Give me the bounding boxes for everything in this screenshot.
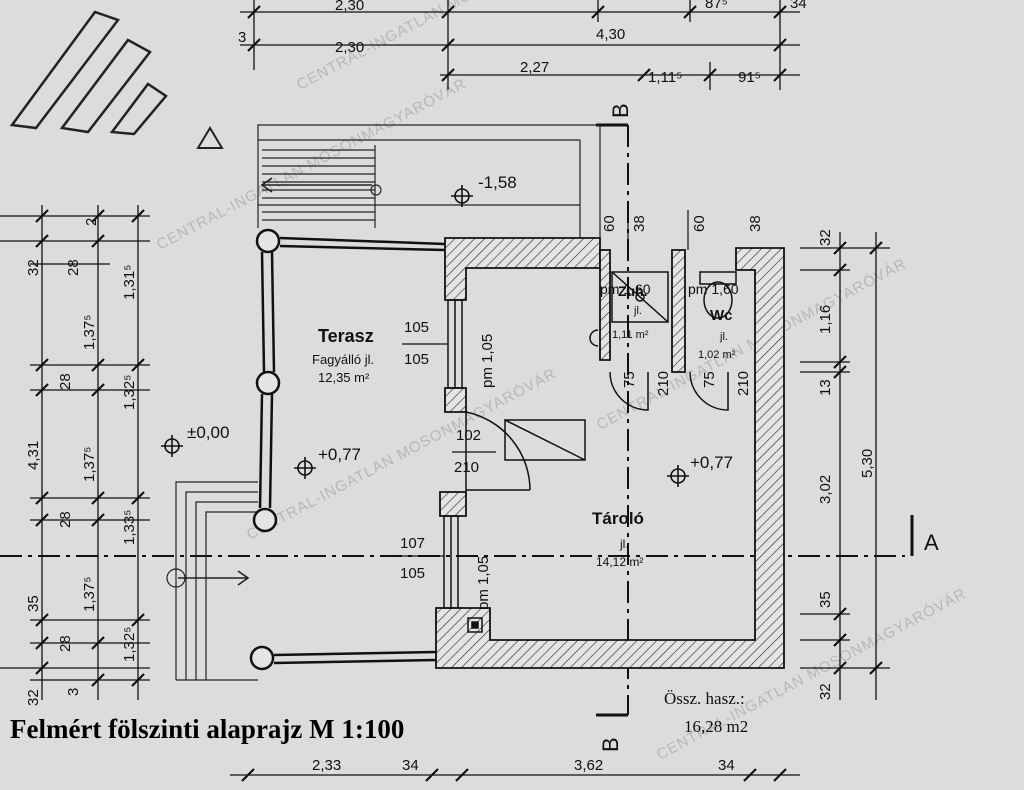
dim-bottom-2: 34 [402,757,419,774]
room-height-wc: pm 1,60 [688,281,739,297]
dim-right-6: 32 [817,683,834,700]
room-name-wc: Wc [710,307,733,324]
dim-top-row2-3: 4,30 [596,26,625,43]
level-storage: +0,77 [690,453,733,472]
section-mark-b-top: B [608,103,633,118]
dim-bottom-3: 3,62 [574,757,603,774]
page-title: Felmért fölszinti alaprajz M 1:100 [10,714,404,744]
door-wc-height: 210 [735,371,752,396]
section-lines [0,125,905,715]
dim-left-mid-6: 28 [57,635,74,652]
window-upper-width: 105 [404,319,429,336]
dim-left-mid-8: 3 [65,688,82,696]
shower-fixture [589,271,669,411]
dim-bottom-1: 2,33 [312,757,341,774]
dim-left-inner-1: 2 [83,218,100,226]
door-shower-width: 75 [621,371,638,388]
section-markers [596,123,914,717]
terrace-posts [249,228,446,671]
dim-top-inner-4: 38 [747,215,764,232]
dim-left-total: 4,31 [25,441,42,470]
dim-top-row2-1: 3 [238,29,246,46]
room-area-storage: 14,12 m² [596,555,643,569]
dim-top-inner-1: 60 [601,215,618,232]
room-floor-wc: jl. [719,331,728,343]
watermark-text: CENTRAL-INGATLAN MOSONMAGYARÓVÁR [244,365,559,543]
dim-left-mid-4: 28 [57,511,74,528]
dim-left-mid-1: 32 [25,259,42,276]
level-markers [161,185,689,487]
dim-top-row1-1: 2,30 [335,0,364,14]
dim-right-total: 5,30 [859,449,876,478]
window-lower-width: 107 [400,535,425,552]
dim-left-mid-5: 35 [25,595,42,612]
window-lower [443,515,459,609]
room-name-shower: Zuh. [618,283,648,299]
window-upper [447,299,463,389]
dim-bottom-4: 34 [718,757,735,774]
room-floor-terrace: Fagyálló jl. [312,352,374,367]
door-wc-width: 75 [701,371,718,388]
door-height: 210 [454,459,479,476]
dim-right-3: 13 [817,379,834,396]
door-width: 102 [456,427,481,444]
dim-top-row1-2: 87⁵ [705,0,728,12]
dim-top-inner-3: 60 [691,215,708,232]
dim-right-1: 32 [817,229,834,246]
walls [435,237,785,669]
room-name-storage: Tároló [592,509,644,528]
dim-left-inner-2: 1,37⁵ [81,315,98,350]
dim-left-inner-4: 1,37⁵ [81,577,98,612]
dim-left-mid-2: 28 [65,259,82,276]
dim-left-mid-7: 32 [25,689,42,706]
dim-left-in2-4: 1,32⁵ [121,627,138,662]
dim-top-row2-2: 2,30 [335,39,364,56]
left-dimensions [0,205,150,700]
chimney-marker [467,617,483,633]
north-triangle-icon [196,126,224,149]
dim-right-2: 1,16 [817,305,834,334]
dim-right-5: 35 [817,591,834,608]
door-shower-height: 210 [655,371,672,396]
dim-top-row1-3: 34 [790,0,807,12]
level-left: ±0,00 [187,423,229,442]
wc-fixture [689,271,737,411]
dim-left-inner-3: 1,37⁵ [81,447,98,482]
room-area-terrace: 12,35 m² [318,370,370,385]
level-terrace: +0,77 [318,445,361,464]
dim-left-in2-3: 1,33⁵ [121,510,138,545]
window-upper-sill: pm 1,05 [479,334,496,388]
dim-top-row3-3: 91⁵ [738,69,761,86]
company-logo [9,10,168,136]
dim-top-row3-2: 1,11⁵ [648,69,682,86]
side-steps [166,481,258,681]
level-top: -1,58 [478,173,517,192]
dim-top-row3-1: 2,27 [520,59,549,76]
window-lower-sill: pm 1,05 [475,556,492,610]
dim-left-mid-3: 28 [57,373,74,390]
room-floor-shower: jl. [633,305,642,317]
window-lower-height: 105 [400,565,425,582]
section-mark-b-bottom: B [598,737,623,752]
dim-left-in2-2: 1,32⁵ [121,375,138,410]
total-area-label: Össz. hasz.: [664,689,745,708]
room-floor-storage: jl. [619,537,629,551]
room-height-shower: pm 1,60 [600,281,651,297]
dim-left-in2-1: 1,31⁵ [121,265,138,300]
dim-top-inner-2: 38 [631,215,648,232]
bottom-dimensions [230,768,800,782]
room-name-terrace: Terasz [318,326,374,346]
top-dimensions [240,0,800,90]
room-area-wc: 1,02 m² [698,349,736,361]
total-area-value: 16,28 m2 [684,717,748,736]
window-upper-height: 105 [404,351,429,368]
right-dimensions [800,232,890,700]
dim-right-4: 3,02 [817,475,834,504]
watermark-text: CENTRAL-INGATLAN MOSONMAGYARÓVÁR [654,585,969,763]
staircase [257,124,601,240]
section-mark-a: A [924,530,939,555]
watermark-text: CENTRAL-INGATLAN MOSONMAGYARÓVÁR [154,75,469,253]
room-area-shower: 1,11 m² [612,329,649,341]
